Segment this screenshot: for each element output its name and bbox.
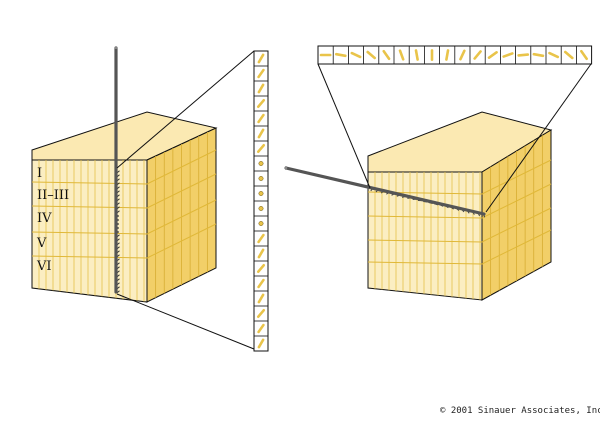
left-cortex-block: I II–III IV V VI: [31, 46, 218, 303]
right-oblique-electrode: [284, 166, 486, 216]
layer-boundary-line: [367, 159, 552, 195]
strip-cell-dot: [258, 206, 264, 211]
strip-cell-bar: [257, 233, 265, 244]
strip-cell-bar: [257, 113, 265, 124]
left-electrode-tip-cap: [114, 47, 118, 49]
strip-cell-bar: [350, 51, 362, 59]
layer-boundary-line: [31, 223, 217, 259]
strip-cell-dot: [258, 176, 264, 181]
left-layer-boundaries: [31, 149, 217, 259]
layer-boundary-line: [31, 173, 217, 209]
layer-boundary-line: [367, 229, 552, 265]
strip-cell-bar: [366, 50, 377, 60]
left-orientation-strip: [253, 50, 269, 352]
strip-cell-bar: [257, 338, 265, 349]
strip-cell-bar: [459, 49, 466, 61]
strip-cell-bar: [257, 323, 265, 334]
strip-cell-bar: [257, 263, 265, 274]
layer-label-IV: IV: [37, 211, 52, 226]
left-zoom-line-top: [116, 50, 255, 169]
right-electrode-tip-cap: [284, 166, 288, 170]
right-column-lines: [374, 135, 543, 300]
strip-cell-bar: [517, 53, 530, 57]
layer-boundary-line: [31, 199, 217, 235]
strip-cell-bar: [257, 68, 265, 79]
strip-cell-bar: [382, 49, 391, 61]
strip-cell-bar: [257, 308, 265, 319]
copyright-notice: © 2001 Sinauer Associates, Inc.: [440, 406, 600, 416]
strip-cell-bar: [257, 128, 265, 139]
right-layer-boundaries: [367, 159, 552, 265]
layer-label-I: I: [37, 166, 42, 181]
strip-cell-bar: [414, 49, 419, 61]
right-cortex-block: [284, 111, 553, 301]
strip-cell-bar: [502, 52, 514, 58]
strip-cell-bar: [257, 53, 265, 64]
strip-cell-bar: [334, 52, 347, 58]
layer-boundary-line: [367, 183, 552, 219]
strip-cell-bar: [257, 248, 265, 259]
right-zoom-line-right: [485, 63, 592, 213]
strip-cell-bar: [548, 51, 560, 59]
strip-cell-dot: [258, 191, 264, 196]
layer-label-V: V: [36, 236, 47, 251]
left-zoom-line-bottom: [116, 293, 255, 350]
strip-cell-dot: [258, 221, 264, 226]
strip-cell-bar: [473, 50, 482, 60]
right-zoom-line-left: [317, 63, 371, 189]
strip-cell-bar: [257, 278, 265, 289]
strip-cell-bar: [445, 49, 450, 61]
strip-cell-bar: [398, 49, 405, 61]
layer-label-VI: VI: [36, 259, 52, 274]
strip-cell-bar: [257, 83, 265, 94]
right-orientation-strip: [317, 45, 593, 65]
strip-cell-dot: [258, 161, 264, 166]
strip-cell-bar: [532, 52, 545, 58]
layer-boundary-line: [31, 149, 217, 185]
strip-cell-bar: [257, 143, 265, 154]
strip-cell-bar: [580, 49, 588, 61]
layer-label-II-III: II–III: [37, 188, 69, 203]
strip-cell-bar: [563, 50, 574, 60]
strip-cell-bar: [257, 98, 265, 109]
layer-boundary-line: [367, 207, 552, 243]
strip-cell-bar: [257, 293, 265, 304]
strip-cell-bar: [487, 51, 498, 59]
